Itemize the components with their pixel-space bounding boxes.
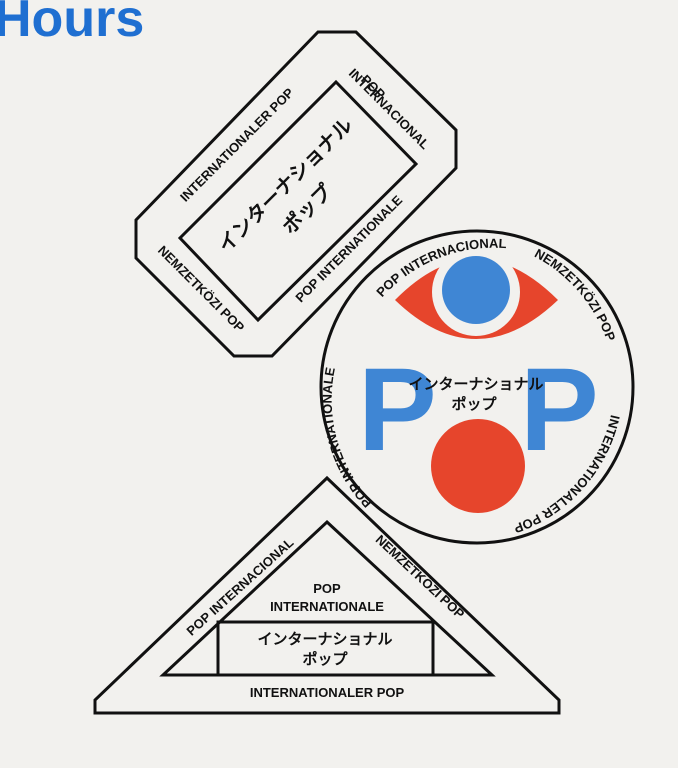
circle-letter-right: P (520, 344, 599, 476)
red-dot-icon (431, 419, 525, 513)
octagon-label-top-right-2: INTERNACIONAL (346, 65, 433, 152)
circle-japanese-2: ポップ (451, 395, 497, 413)
triangle-japanese-box (216, 620, 435, 677)
octagon-outer-border (134, 30, 458, 358)
triangle-japanese-2: ポップ (302, 650, 348, 668)
triangle-center-2: INTERNATIONALE (270, 599, 384, 614)
circle-letter-left: P (358, 344, 437, 476)
octagon-inner-rect (177, 79, 419, 323)
triangle-center-1: POP (313, 581, 341, 596)
page-title: Hours (0, 0, 144, 48)
triangle-label-bottom: INTERNATIONALER POP (250, 685, 405, 700)
triangle-outer-border (93, 475, 561, 715)
circle-outer-border (319, 229, 635, 545)
triangle-japanese-1: インターナショナル (257, 630, 392, 648)
circle-japanese-1: インターナショナル (408, 375, 543, 393)
eye-icon (395, 248, 558, 339)
circle-stamp: P P インターナショナル ポップ POP INTERNACIONAL NEMZ… (319, 229, 635, 545)
